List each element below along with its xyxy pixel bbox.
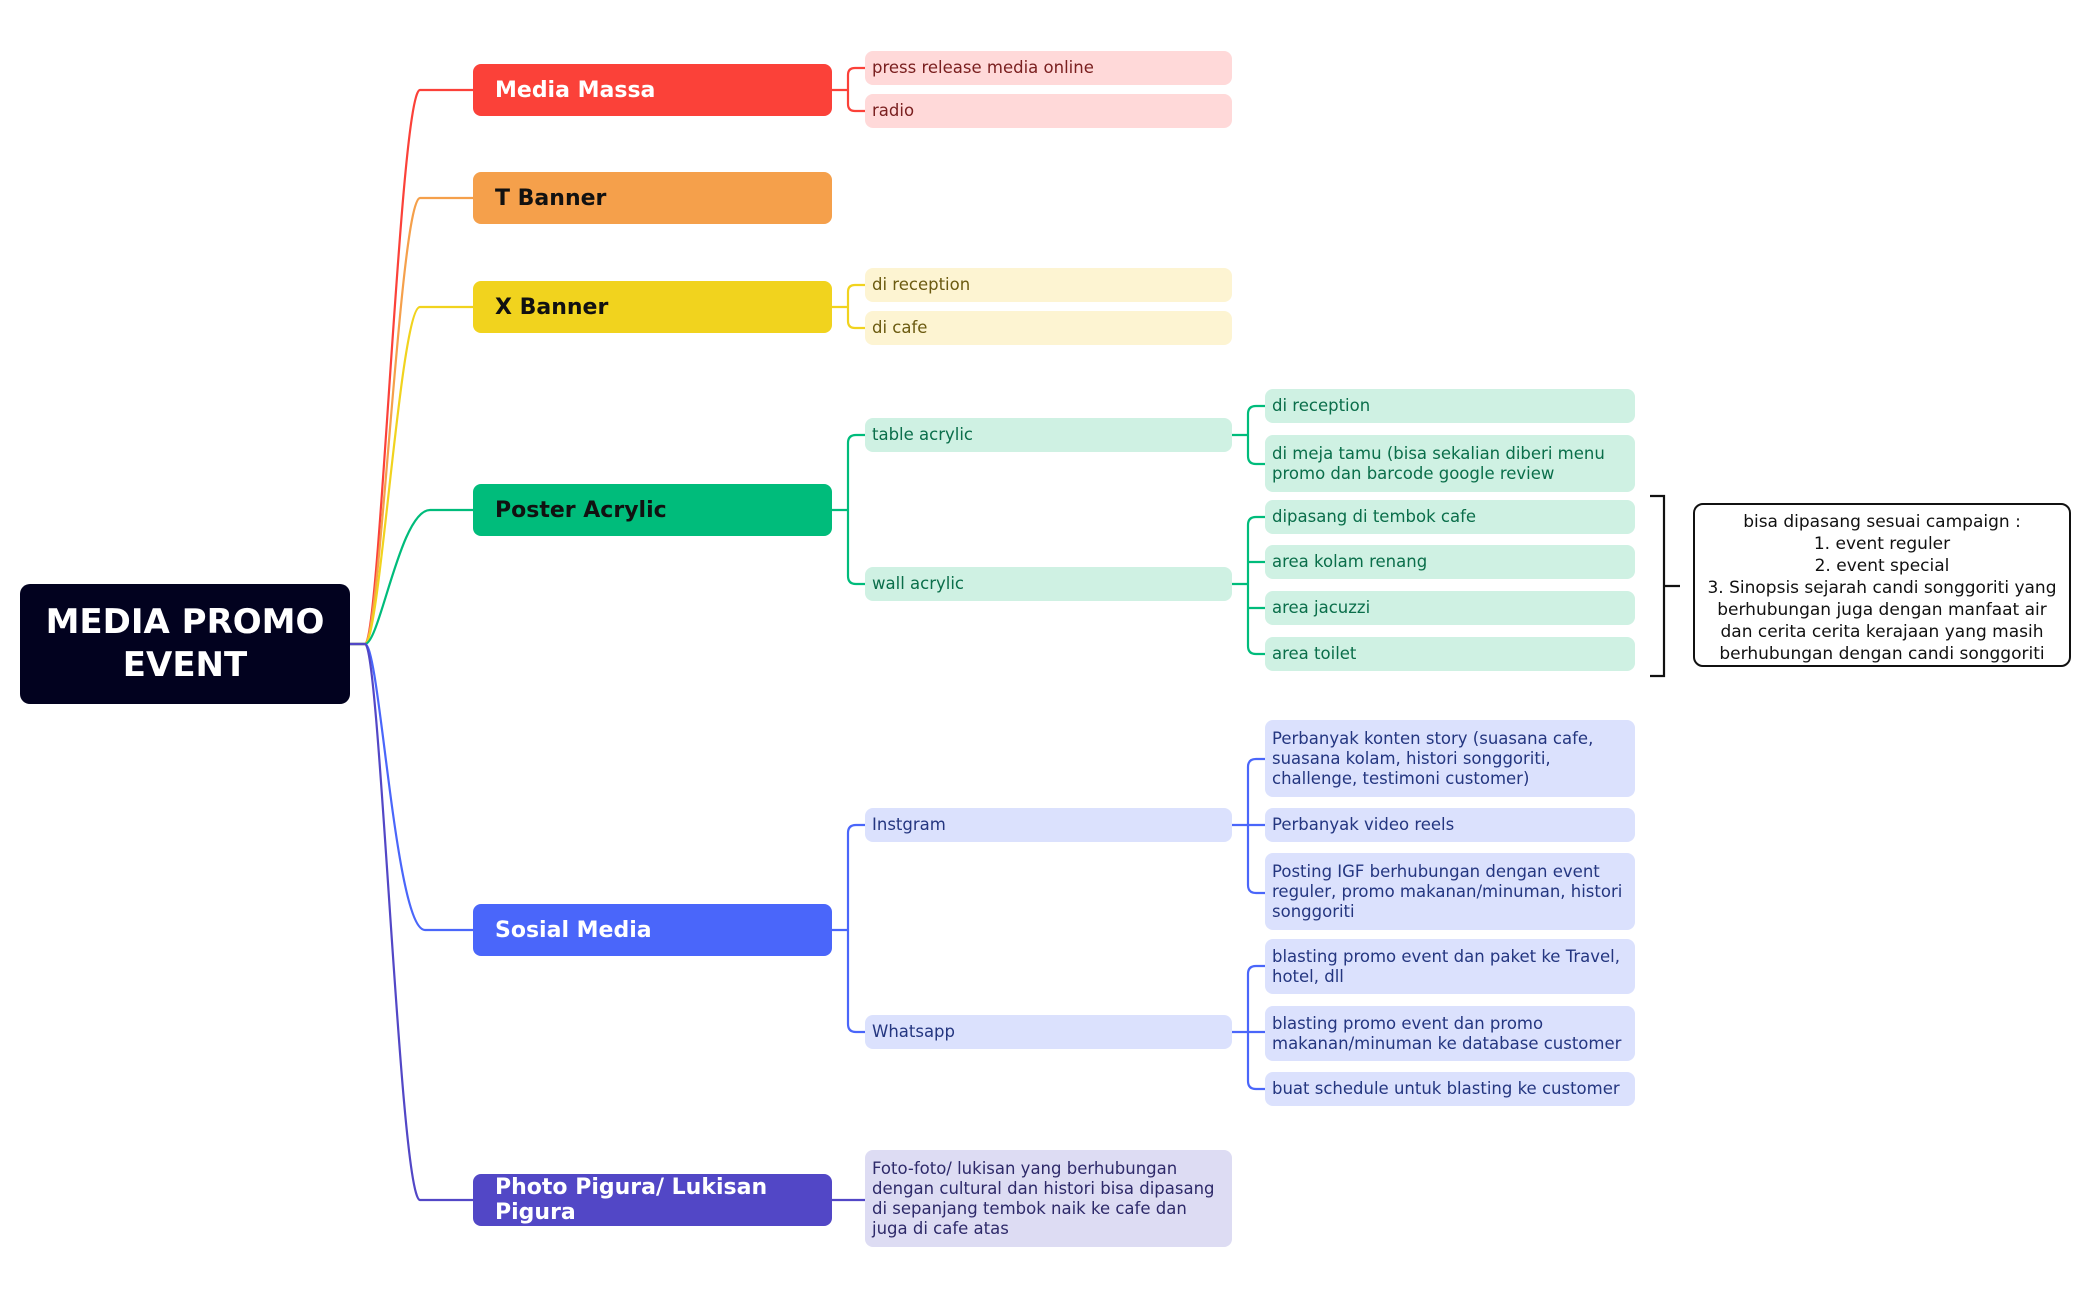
summary-note[interactable]: bisa dipasang sesuai campaign : 1. event… [1693,503,2071,667]
leaf-wa-schedule[interactable]: buat schedule untuk blasting ke customer [1265,1072,1635,1106]
leaf-ig-posting-igf[interactable]: Posting IGF berhubungan dengan event reg… [1265,853,1635,930]
leaf-wall-toilet[interactable]: area toilet [1265,637,1635,671]
branch-t-banner[interactable]: T Banner [473,172,832,224]
leaf-table-meja-tamu[interactable]: di meja tamu (bisa sekalian diberi menu … [1265,435,1635,492]
branch-poster-acrylic[interactable]: Poster Acrylic [473,484,832,536]
connector-root-x-banner [350,305,473,646]
connector-root-media-massa [350,88,473,646]
sub-whatsapp[interactable]: Whatsapp [865,1015,1232,1049]
leaf-ig-konten-story[interactable]: Perbanyak konten story (suasana cafe, su… [1265,720,1635,797]
connector-wall-acrylic-children [1232,515,1265,656]
branch-media-massa[interactable]: Media Massa [473,64,832,116]
leaf-x-banner-cafe[interactable]: di cafe [865,311,1232,345]
connector-poster-acrylic-children [832,433,865,586]
connector-root-t-banner [350,196,473,646]
root-node[interactable]: MEDIA PROMO EVENT [20,584,350,704]
leaf-foto-lukisan[interactable]: Foto-foto/ lukisan yang berhubungan deng… [865,1150,1232,1247]
connector-whatsapp-children [1232,964,1265,1091]
sub-wall-acrylic[interactable]: wall acrylic [865,567,1232,601]
leaf-ig-video-reels[interactable]: Perbanyak video reels [1265,808,1635,842]
connector-x-banner-children [832,283,865,330]
connector-sosial-media-children [832,823,865,1034]
connector-root-photo-pigura [350,642,473,1202]
connector-root-poster-acrylic [350,508,473,646]
branch-x-banner[interactable]: X Banner [473,281,832,333]
branch-sosial-media[interactable]: Sosial Media [473,904,832,956]
connector-table-acrylic-children [1232,404,1265,466]
leaf-x-banner-reception[interactable]: di reception [865,268,1232,302]
connector-instagram-children [1232,757,1265,895]
leaf-press-release[interactable]: press release media online [865,51,1232,85]
leaf-wall-jacuzzi[interactable]: area jacuzzi [1265,591,1635,625]
connector-root-sosial-media [350,642,473,932]
leaf-wa-blasting-travel[interactable]: blasting promo event dan paket ke Travel… [1265,939,1635,994]
summary-bracket [1650,494,1680,678]
leaf-wall-tembok-cafe[interactable]: dipasang di tembok cafe [1265,500,1635,534]
sub-instagram[interactable]: Instgram [865,808,1232,842]
leaf-wa-blasting-database[interactable]: blasting promo event dan promo makanan/m… [1265,1006,1635,1061]
leaf-table-reception[interactable]: di reception [1265,389,1635,423]
sub-table-acrylic[interactable]: table acrylic [865,418,1232,452]
branch-photo-pigura[interactable]: Photo Pigura/ Lukisan Pigura [473,1174,832,1226]
connector-media-massa-children [832,66,865,113]
leaf-wall-kolam-renang[interactable]: area kolam renang [1265,545,1635,579]
leaf-radio[interactable]: radio [865,94,1232,128]
